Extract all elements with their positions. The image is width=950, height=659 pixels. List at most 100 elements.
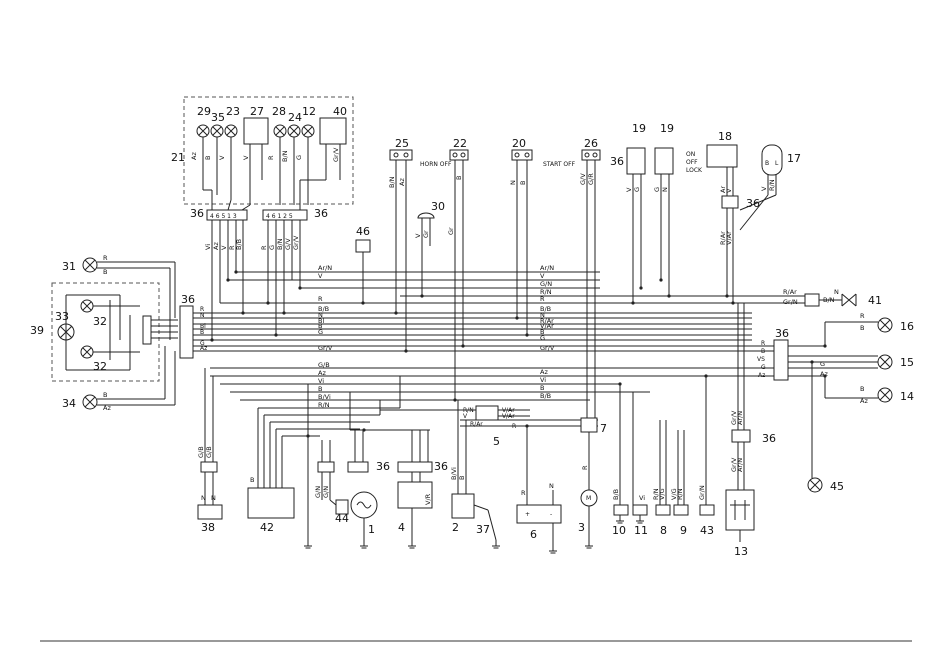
connector-36-left (179, 305, 194, 359)
lamp-16 (788, 317, 893, 347)
start-off-label: START OFF (543, 161, 576, 168)
instrument-panel-wires (202, 137, 341, 211)
bus-label-gr-v-left: Gr/V (318, 344, 333, 352)
wire-label-25-b-n: B/N (388, 176, 396, 188)
bus-label-r-n-lower: R/N (318, 401, 330, 409)
wire-label-19-g: G (633, 187, 641, 192)
component-46: 46 (356, 225, 370, 238)
bus-label-az-lower: Az (318, 369, 326, 377)
component-4 (397, 430, 433, 540)
bus-label-g-left: G (318, 328, 323, 336)
battery-minus: - (550, 511, 552, 518)
c36r-wire-b: B (761, 348, 765, 355)
alternator-1 (347, 430, 378, 540)
bus-label-g-n: G/N (540, 280, 552, 288)
lamp-15 (788, 354, 893, 370)
wire-label-16-r: R (860, 312, 865, 320)
component-45: 45 (830, 480, 844, 493)
component-39: 39 (30, 324, 44, 337)
wire-label-20-n: N (509, 180, 517, 185)
wire-label-4-v-r: V/R (424, 493, 432, 505)
instrument-panel-group (183, 96, 354, 205)
component-22: 22 (453, 137, 467, 150)
connector-36-a-pins: 4 6 5 1 3 (210, 213, 237, 220)
wire-label-17-b: B (765, 160, 769, 167)
component-26: 26 (584, 137, 598, 150)
component-38 (197, 368, 223, 520)
horn-off-label: HORN OFF (420, 161, 452, 168)
ground-symbols (304, 515, 644, 554)
component-36-ignition-label: 36 (746, 197, 760, 210)
component-31: 31 (62, 260, 76, 273)
component-36-1-label: 36 (376, 460, 390, 473)
wire-label-30-gr: Gr (422, 230, 430, 238)
component-42-label: 42 (260, 521, 274, 534)
motor-symbol: M (586, 495, 591, 502)
component-11: 11 (634, 524, 648, 537)
wire-label-25-az: Az (398, 178, 406, 186)
battery-plus: + (525, 511, 530, 518)
component-5: 5 (493, 435, 500, 448)
lamp-14 (788, 375, 893, 403)
bus-label-b-lower-right: B (540, 384, 544, 392)
sensors-10-11-8-9-43 (613, 376, 715, 516)
wire-label-20-b: B (519, 181, 527, 185)
c36l-wire-az: Az (200, 345, 207, 352)
switch-25 (389, 149, 413, 351)
wire-label-18-ar: Ar (719, 186, 727, 193)
c36a-wire-5: B/B (235, 239, 243, 250)
component-19-b: 19 (660, 122, 674, 135)
lower-feed-wires (258, 376, 476, 540)
bus-label-b-b-right: B/B (540, 305, 551, 313)
wire-label-19-g2: G (653, 187, 661, 192)
wire-label-17-v: V (760, 186, 768, 191)
component-29: 29 (197, 105, 211, 118)
relay-5-label-v-ar-2: V/Ar (502, 413, 515, 420)
bus-label-n-left: N (318, 311, 323, 319)
connector-36-b-pins: 4 6 1 2 5 (266, 213, 293, 220)
wire-label-28: R (267, 155, 275, 160)
bus-label-b-vi: B/Vi (318, 393, 331, 401)
junction-nodes (210, 270, 827, 438)
wire-label-40: Gr/V (332, 147, 340, 162)
wire-label-8-r-n: R/N (652, 488, 660, 500)
battery-6 (516, 426, 562, 545)
wire-label-13-gr-v-2: Gr/V (730, 457, 738, 472)
bus-label-vi-lower: Vi (318, 377, 324, 385)
connector-36-ab-wires (211, 220, 301, 340)
component-36-b-label: 36 (314, 207, 328, 220)
wire-label-43-gr-n: Gr/N (698, 485, 706, 500)
wire-label-2-b-vi: B/Vi (450, 467, 458, 480)
bus-label-b-lower: B (318, 385, 322, 393)
component-36-a-label: 36 (190, 207, 204, 220)
wire-label-17-r-n: R/N (768, 179, 776, 191)
bus-label-b-left: B (318, 322, 322, 330)
switch-22 (449, 149, 469, 400)
component-36-right-label: 36 (775, 327, 789, 340)
wire-label-29: Az (190, 152, 198, 160)
sender-13 (725, 303, 755, 542)
component-32-bottom: 32 (93, 360, 107, 373)
wire-label-12: G (295, 155, 303, 160)
component-25: 25 (395, 137, 409, 150)
component-43: 43 (700, 524, 714, 537)
wire-label-18-v-ar: V/Ar (725, 231, 733, 245)
bus-label-g-b: G/B (318, 361, 330, 369)
component-20: 20 (512, 137, 526, 150)
starter-relay-7 (580, 417, 598, 433)
c36a-wire-4: R (228, 245, 236, 250)
component-4-label: 4 (398, 521, 405, 534)
switch-26 (581, 149, 601, 420)
wire-label-31-b: B (103, 268, 107, 276)
c36r-wire-g: G (761, 364, 766, 371)
horn-30 (417, 212, 435, 296)
component-30: 30 (431, 200, 445, 213)
component-44-label: 44 (335, 512, 349, 525)
c36l-wire-n: N (200, 312, 205, 319)
component-2-and-37 (451, 400, 497, 541)
component-3: 3 (578, 521, 585, 534)
bus-label-n-right: N (540, 311, 545, 319)
wire-label-13-ar-n-2: Ar/N (736, 458, 744, 472)
wire-label-41-b-n: B/N (823, 296, 835, 304)
component-33: 33 (55, 310, 69, 323)
